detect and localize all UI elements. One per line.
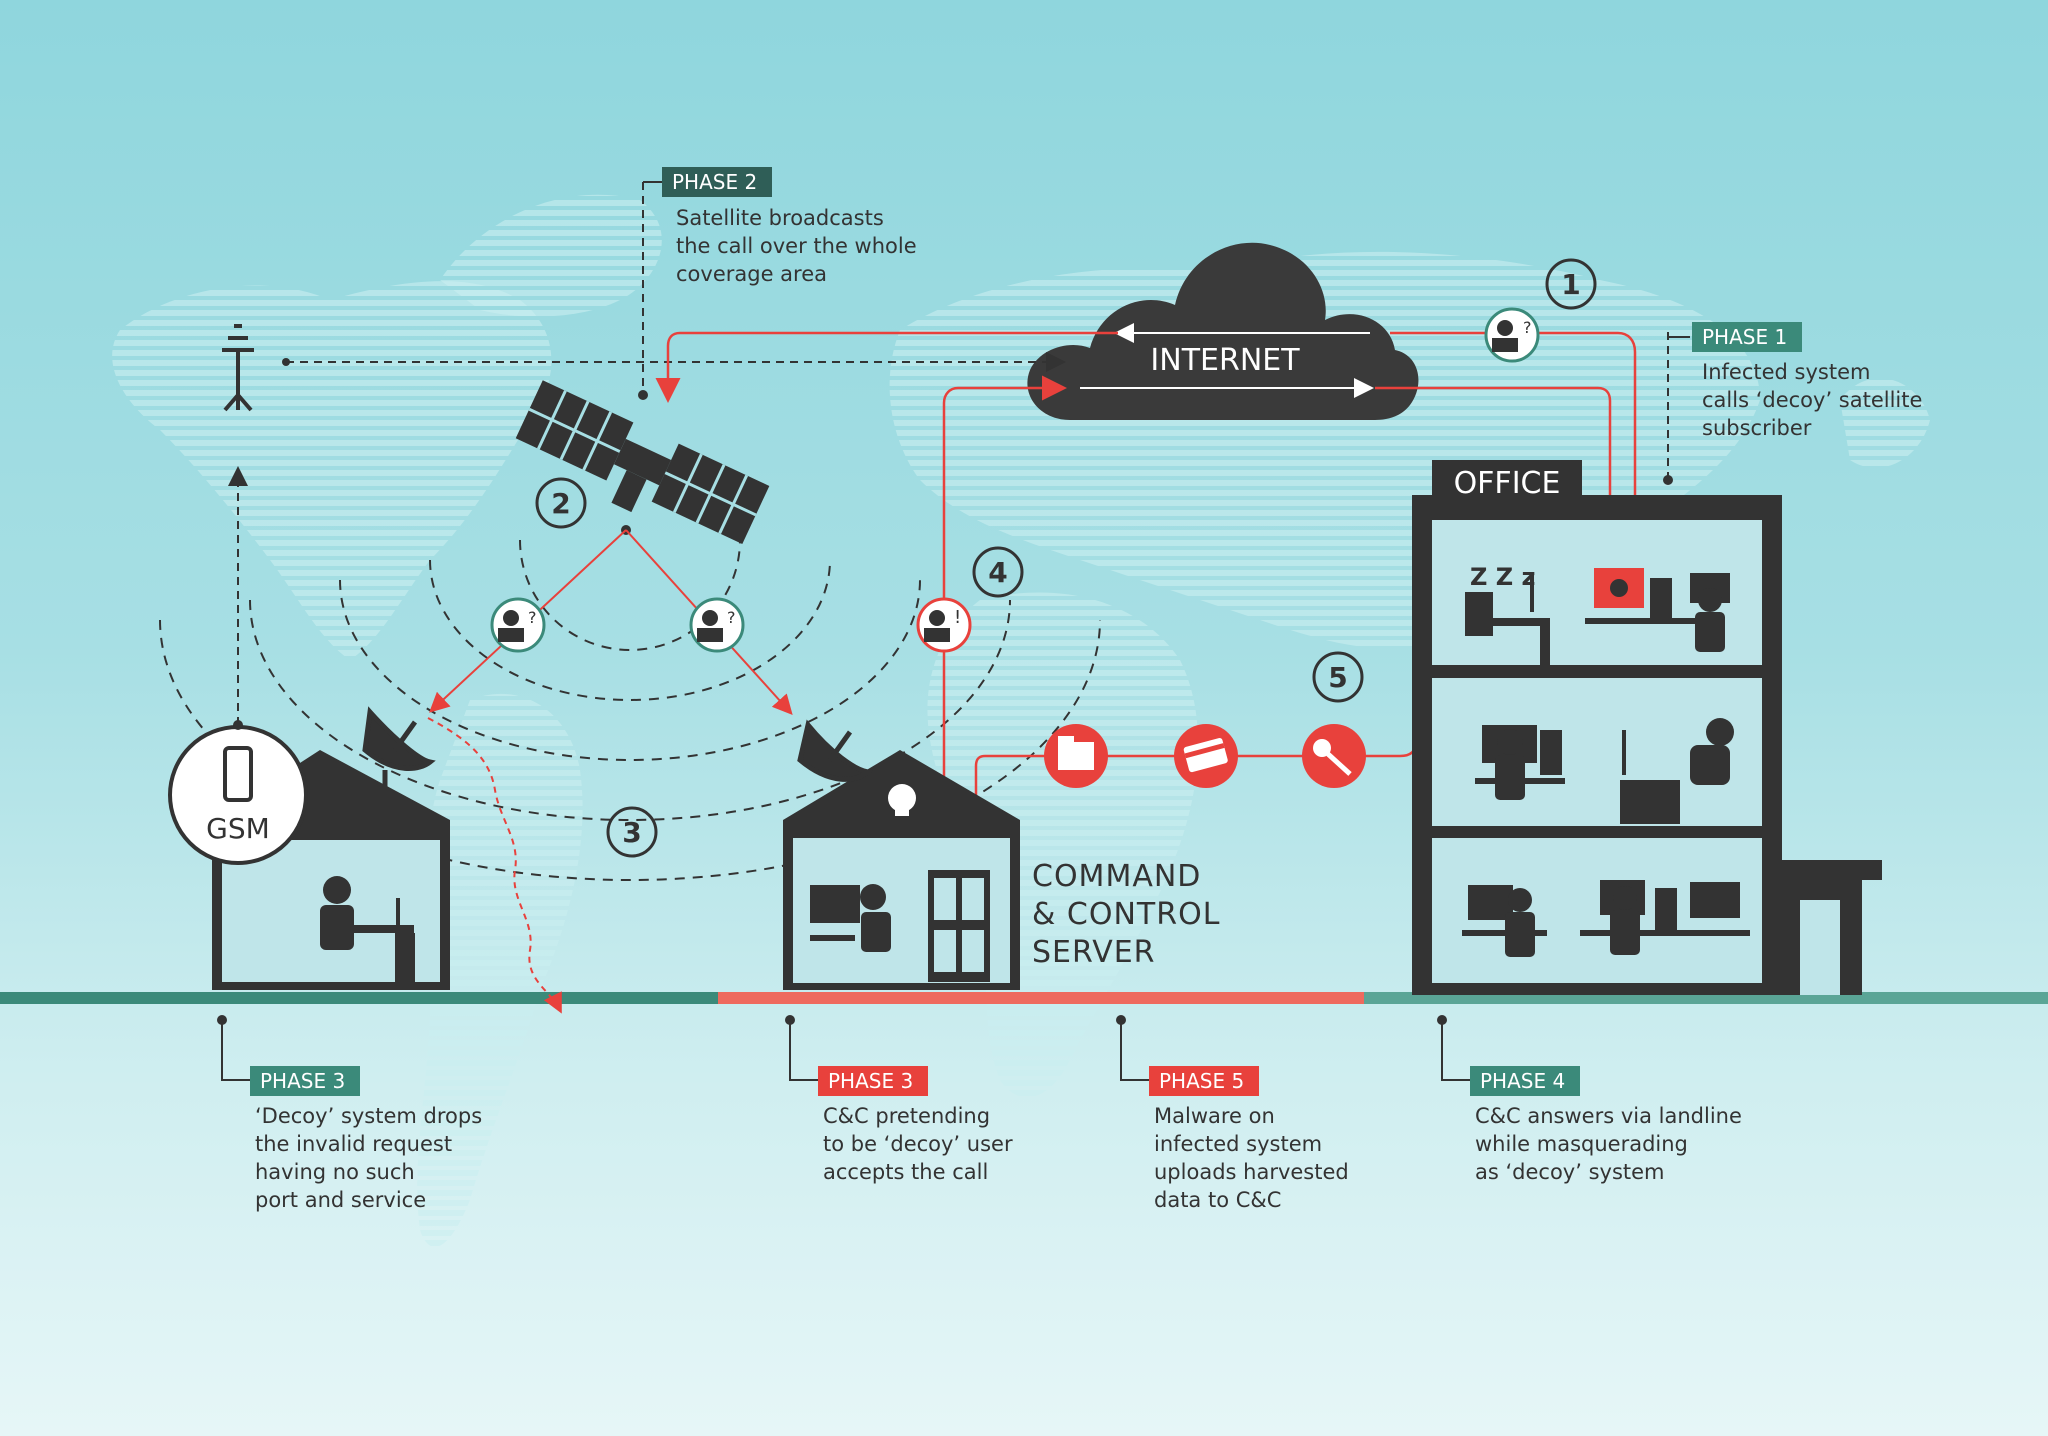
phase5-tag: PHASE 5 bbox=[1149, 1066, 1259, 1096]
ground-line-mid bbox=[718, 992, 1364, 1004]
spy-bubble-icon-3: ? bbox=[689, 597, 745, 653]
credit-card-icon bbox=[1174, 724, 1238, 788]
phase3-left-tag: PHASE 3 bbox=[250, 1066, 360, 1096]
sleep-icon: Z Z z bbox=[1470, 563, 1535, 591]
tower-icon bbox=[222, 324, 254, 412]
spy-bubble-icon-2: ? bbox=[490, 597, 546, 653]
key-icon bbox=[1302, 724, 1366, 788]
step-2-marker: 2 bbox=[535, 477, 587, 529]
cc-server-house bbox=[783, 719, 1020, 990]
internet-label: INTERNET bbox=[1150, 343, 1300, 378]
dark-dashed-flows bbox=[228, 182, 1669, 725]
phase2-tag: PHASE 2 bbox=[662, 167, 772, 197]
svg-text:?: ? bbox=[528, 608, 537, 627]
svg-text:3: 3 bbox=[622, 816, 641, 849]
server-rack-icon bbox=[928, 870, 990, 982]
svg-text:?: ? bbox=[1523, 318, 1532, 337]
phase3-mid-tag: PHASE 3 bbox=[818, 1066, 928, 1096]
skull-icon bbox=[888, 784, 916, 816]
svg-text:4: 4 bbox=[988, 556, 1007, 589]
phase1-tag: PHASE 1 bbox=[1692, 322, 1802, 352]
office-label: OFFICE bbox=[1454, 466, 1561, 501]
hacker-icon bbox=[810, 884, 891, 952]
svg-text:2: 2 bbox=[551, 487, 570, 520]
satellite-dish-icon bbox=[362, 706, 436, 792]
step-markers: 1 2 3 4 5 bbox=[535, 258, 1597, 858]
svg-text:5: 5 bbox=[1328, 661, 1347, 694]
gsm-icon: GSM bbox=[168, 725, 308, 865]
internet-cloud: INTERNET bbox=[1027, 242, 1419, 420]
step-4-marker: 4 bbox=[972, 546, 1024, 598]
spy-bubble-icon-1: ? bbox=[1484, 307, 1540, 363]
ground-line-left bbox=[0, 992, 718, 1004]
step-1-marker: 1 bbox=[1545, 258, 1597, 310]
broadcast-waves bbox=[159, 539, 1101, 881]
step-5-marker: 5 bbox=[1312, 651, 1364, 703]
spy-bubble-alert-icon: ! bbox=[916, 597, 972, 653]
cc-satellite-dish-icon bbox=[797, 719, 875, 782]
svg-text:?: ? bbox=[727, 608, 736, 627]
satellite-icon bbox=[515, 380, 770, 544]
svg-text:GSM: GSM bbox=[206, 812, 270, 845]
svg-text:!: ! bbox=[954, 607, 961, 628]
step-3-marker: 3 bbox=[606, 806, 658, 858]
svg-text:1: 1 bbox=[1561, 268, 1580, 301]
operator-icon bbox=[320, 876, 415, 983]
phase4-tag: PHASE 4 bbox=[1470, 1066, 1580, 1096]
callout-connectors bbox=[221, 181, 1690, 1081]
folder-icon bbox=[1044, 724, 1108, 788]
office-building: OFFICE Z Z z bbox=[1412, 460, 1882, 995]
red-network-flows bbox=[655, 331, 1637, 970]
